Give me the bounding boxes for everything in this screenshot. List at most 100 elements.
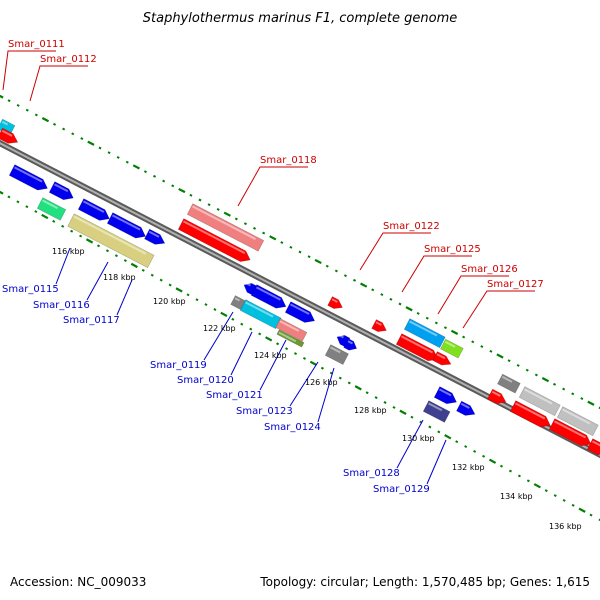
top-tick-mark xyxy=(587,400,595,406)
top-tick-mark xyxy=(223,211,231,217)
gene-feature xyxy=(518,386,561,417)
bottom-tick-mark xyxy=(428,425,432,429)
top-tick-mark xyxy=(343,274,347,278)
label-leader-line xyxy=(2,50,56,91)
top-tick-mark xyxy=(162,179,166,183)
gene-label: Smar_0118 xyxy=(260,155,317,166)
gene-label: Smar_0125 xyxy=(424,244,481,255)
top-tick-mark xyxy=(289,245,293,249)
top-tick-mark xyxy=(198,198,202,202)
top-tick-mark xyxy=(405,306,413,312)
gene-label: Smar_0127 xyxy=(487,279,544,290)
bottom-tick-mark xyxy=(141,268,145,272)
gene-feature xyxy=(371,319,387,332)
top-tick-mark xyxy=(7,99,11,103)
gene-feature xyxy=(548,418,592,447)
bottom-tick-mark xyxy=(220,311,228,318)
bottom-tick-mark xyxy=(195,298,199,302)
bottom-tick-mark xyxy=(508,469,512,473)
label-leader-line xyxy=(396,419,424,469)
top-tick-mark xyxy=(516,364,520,367)
gene-label: Smar_0129 xyxy=(373,484,430,495)
kbp-label: 128 kbp xyxy=(354,406,387,415)
bottom-tick-mark xyxy=(213,308,217,311)
label-leader-line xyxy=(401,255,472,293)
bottom-tick-mark xyxy=(16,200,20,204)
bottom-tick-mark xyxy=(499,464,504,468)
kbp-label: 134 kbp xyxy=(500,492,533,501)
bottom-tick-mark xyxy=(150,273,154,277)
top-tick-mark xyxy=(534,373,538,377)
top-tick-mark xyxy=(34,113,38,117)
gene-feature xyxy=(275,318,308,342)
genome-backbone xyxy=(0,139,600,459)
bottom-tick-mark xyxy=(354,385,362,391)
gene-feature xyxy=(186,203,265,252)
bottom-tick-mark xyxy=(7,195,11,199)
bottom-tick-mark xyxy=(517,474,521,478)
top-tick-mark xyxy=(541,377,550,383)
top-tick-mark xyxy=(334,269,338,273)
gene-feature xyxy=(403,318,446,349)
top-tick-mark xyxy=(269,235,277,241)
top-tick-mark xyxy=(496,353,504,359)
bottom-tick-mark xyxy=(285,347,289,351)
kbp-label: 122 kbp xyxy=(203,324,236,333)
top-tick-mark xyxy=(71,132,75,136)
gene-feature xyxy=(177,218,251,262)
gene-label: Smar_0120 xyxy=(177,375,234,386)
kbp-label: 120 kbp xyxy=(153,297,186,306)
bottom-tick-mark xyxy=(114,254,118,258)
bottom-tick-mark xyxy=(338,376,342,380)
bottom-tick-mark xyxy=(571,503,575,507)
bottom-tick-mark xyxy=(240,322,244,326)
bottom-tick-mark xyxy=(488,458,497,464)
gene-feature xyxy=(67,213,155,269)
label-leader-line xyxy=(259,339,287,391)
bottom-tick-mark xyxy=(130,262,138,269)
kbp-label: 130 kbp xyxy=(402,434,435,443)
top-tick-mark xyxy=(298,250,302,254)
top-tick-mark xyxy=(525,368,529,372)
bottom-tick-mark xyxy=(464,445,468,449)
top-tick-mark xyxy=(189,193,193,197)
gene-feature xyxy=(77,198,110,221)
bottom-tick-mark xyxy=(159,278,163,282)
top-tick-mark xyxy=(371,288,375,292)
gene-feature xyxy=(276,329,305,348)
bottom-tick-mark xyxy=(562,498,566,502)
bottom-tick-mark xyxy=(34,210,38,214)
gene-label: Smar_0115 xyxy=(2,284,59,295)
gene-feature xyxy=(343,338,358,351)
bottom-tick-mark xyxy=(437,430,441,434)
bottom-tick-mark xyxy=(589,513,593,517)
gene-feature xyxy=(239,299,282,330)
top-tick-mark xyxy=(253,226,257,230)
top-tick-mark xyxy=(443,326,447,330)
gene-label: Smar_0121 xyxy=(206,390,263,401)
gene-feature xyxy=(36,197,67,221)
gene-label: Smar_0124 xyxy=(264,422,321,433)
top-tick-mark xyxy=(398,302,402,306)
kbp-label: 124 kbp xyxy=(254,351,287,360)
top-tick-mark xyxy=(153,174,157,178)
bottom-tick-mark xyxy=(399,409,407,415)
bottom-tick-mark xyxy=(123,259,127,262)
top-tick-mark xyxy=(307,255,311,259)
top-tick-mark xyxy=(553,382,557,386)
bottom-tick-mark xyxy=(374,396,378,400)
top-tick-mark xyxy=(380,293,384,296)
gene-label: Smar_0119 xyxy=(150,360,207,371)
top-tick-mark xyxy=(353,278,357,282)
gene-label: Smar_0117 xyxy=(63,315,120,326)
top-tick-mark xyxy=(234,217,238,221)
bottom-tick-mark xyxy=(533,483,541,489)
gene-features xyxy=(0,118,600,456)
label-leader-line xyxy=(289,361,319,407)
bottom-tick-mark xyxy=(96,244,101,248)
top-tick-mark xyxy=(480,345,484,348)
label-leader-line xyxy=(437,275,509,315)
accession-text: Accession: NC_009033 xyxy=(10,575,146,589)
bottom-tick-mark xyxy=(204,303,208,307)
top-tick-mark xyxy=(314,258,322,265)
